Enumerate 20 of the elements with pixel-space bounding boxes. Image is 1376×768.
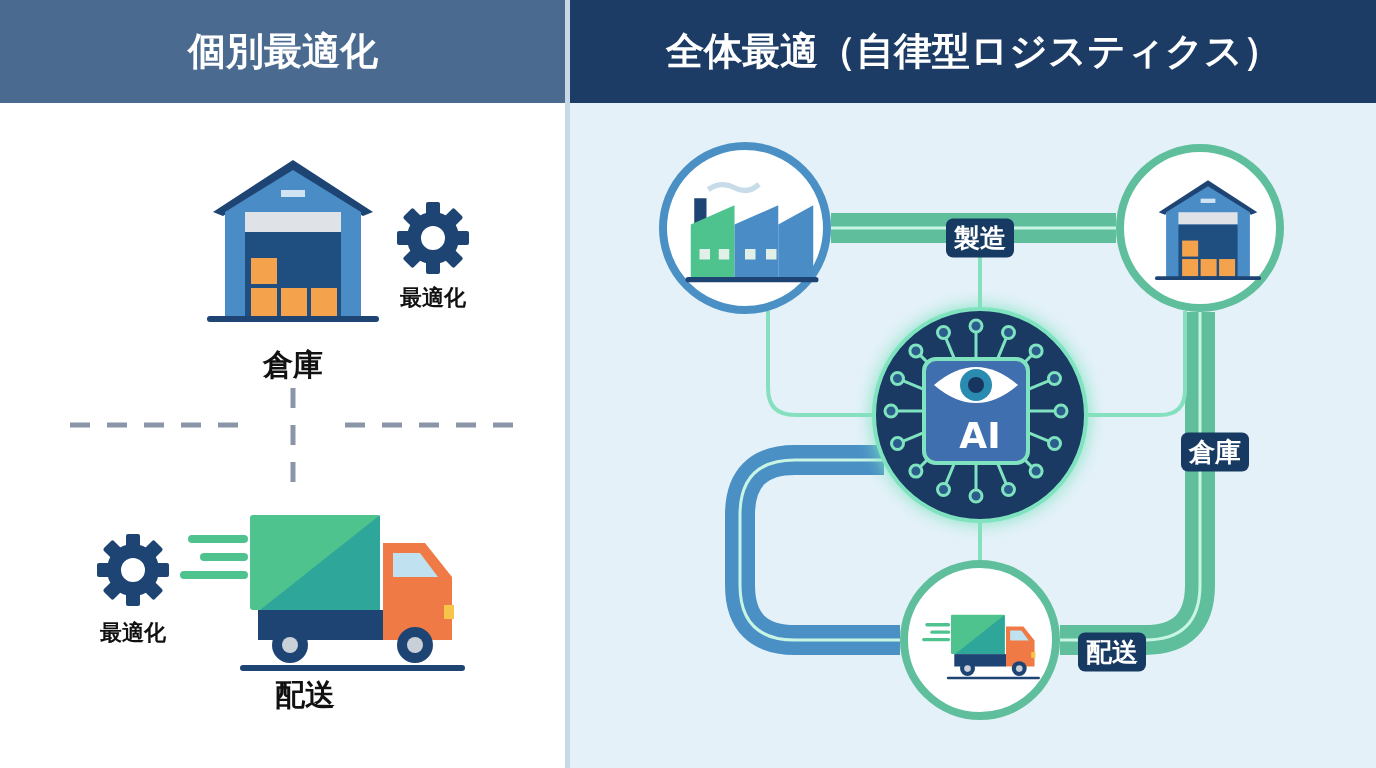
panel-header: 個別最適化 [0,0,565,103]
node-label: 倉庫 [263,345,323,384]
node-label: 配送 [275,675,335,714]
panel [0,0,565,768]
road-label: 配送 [1078,632,1146,672]
connector-line [978,257,982,307]
connector-line [1088,311,1187,417]
road [1060,312,1215,655]
panel [570,0,1376,768]
chip-circle [872,307,1088,523]
connector-line [766,311,872,417]
panel-header: 全体最適（自律型ロジスティクス） [570,0,1376,103]
side-label: 最適化 [400,284,466,312]
side-label: 最適化 [100,619,166,647]
edge-label: 倉庫 [1181,432,1249,472]
road [725,445,900,655]
road [831,213,1116,243]
edge-label: 製造 [946,218,1014,258]
chip-label: AI [959,414,1001,456]
connector-line [978,523,982,560]
